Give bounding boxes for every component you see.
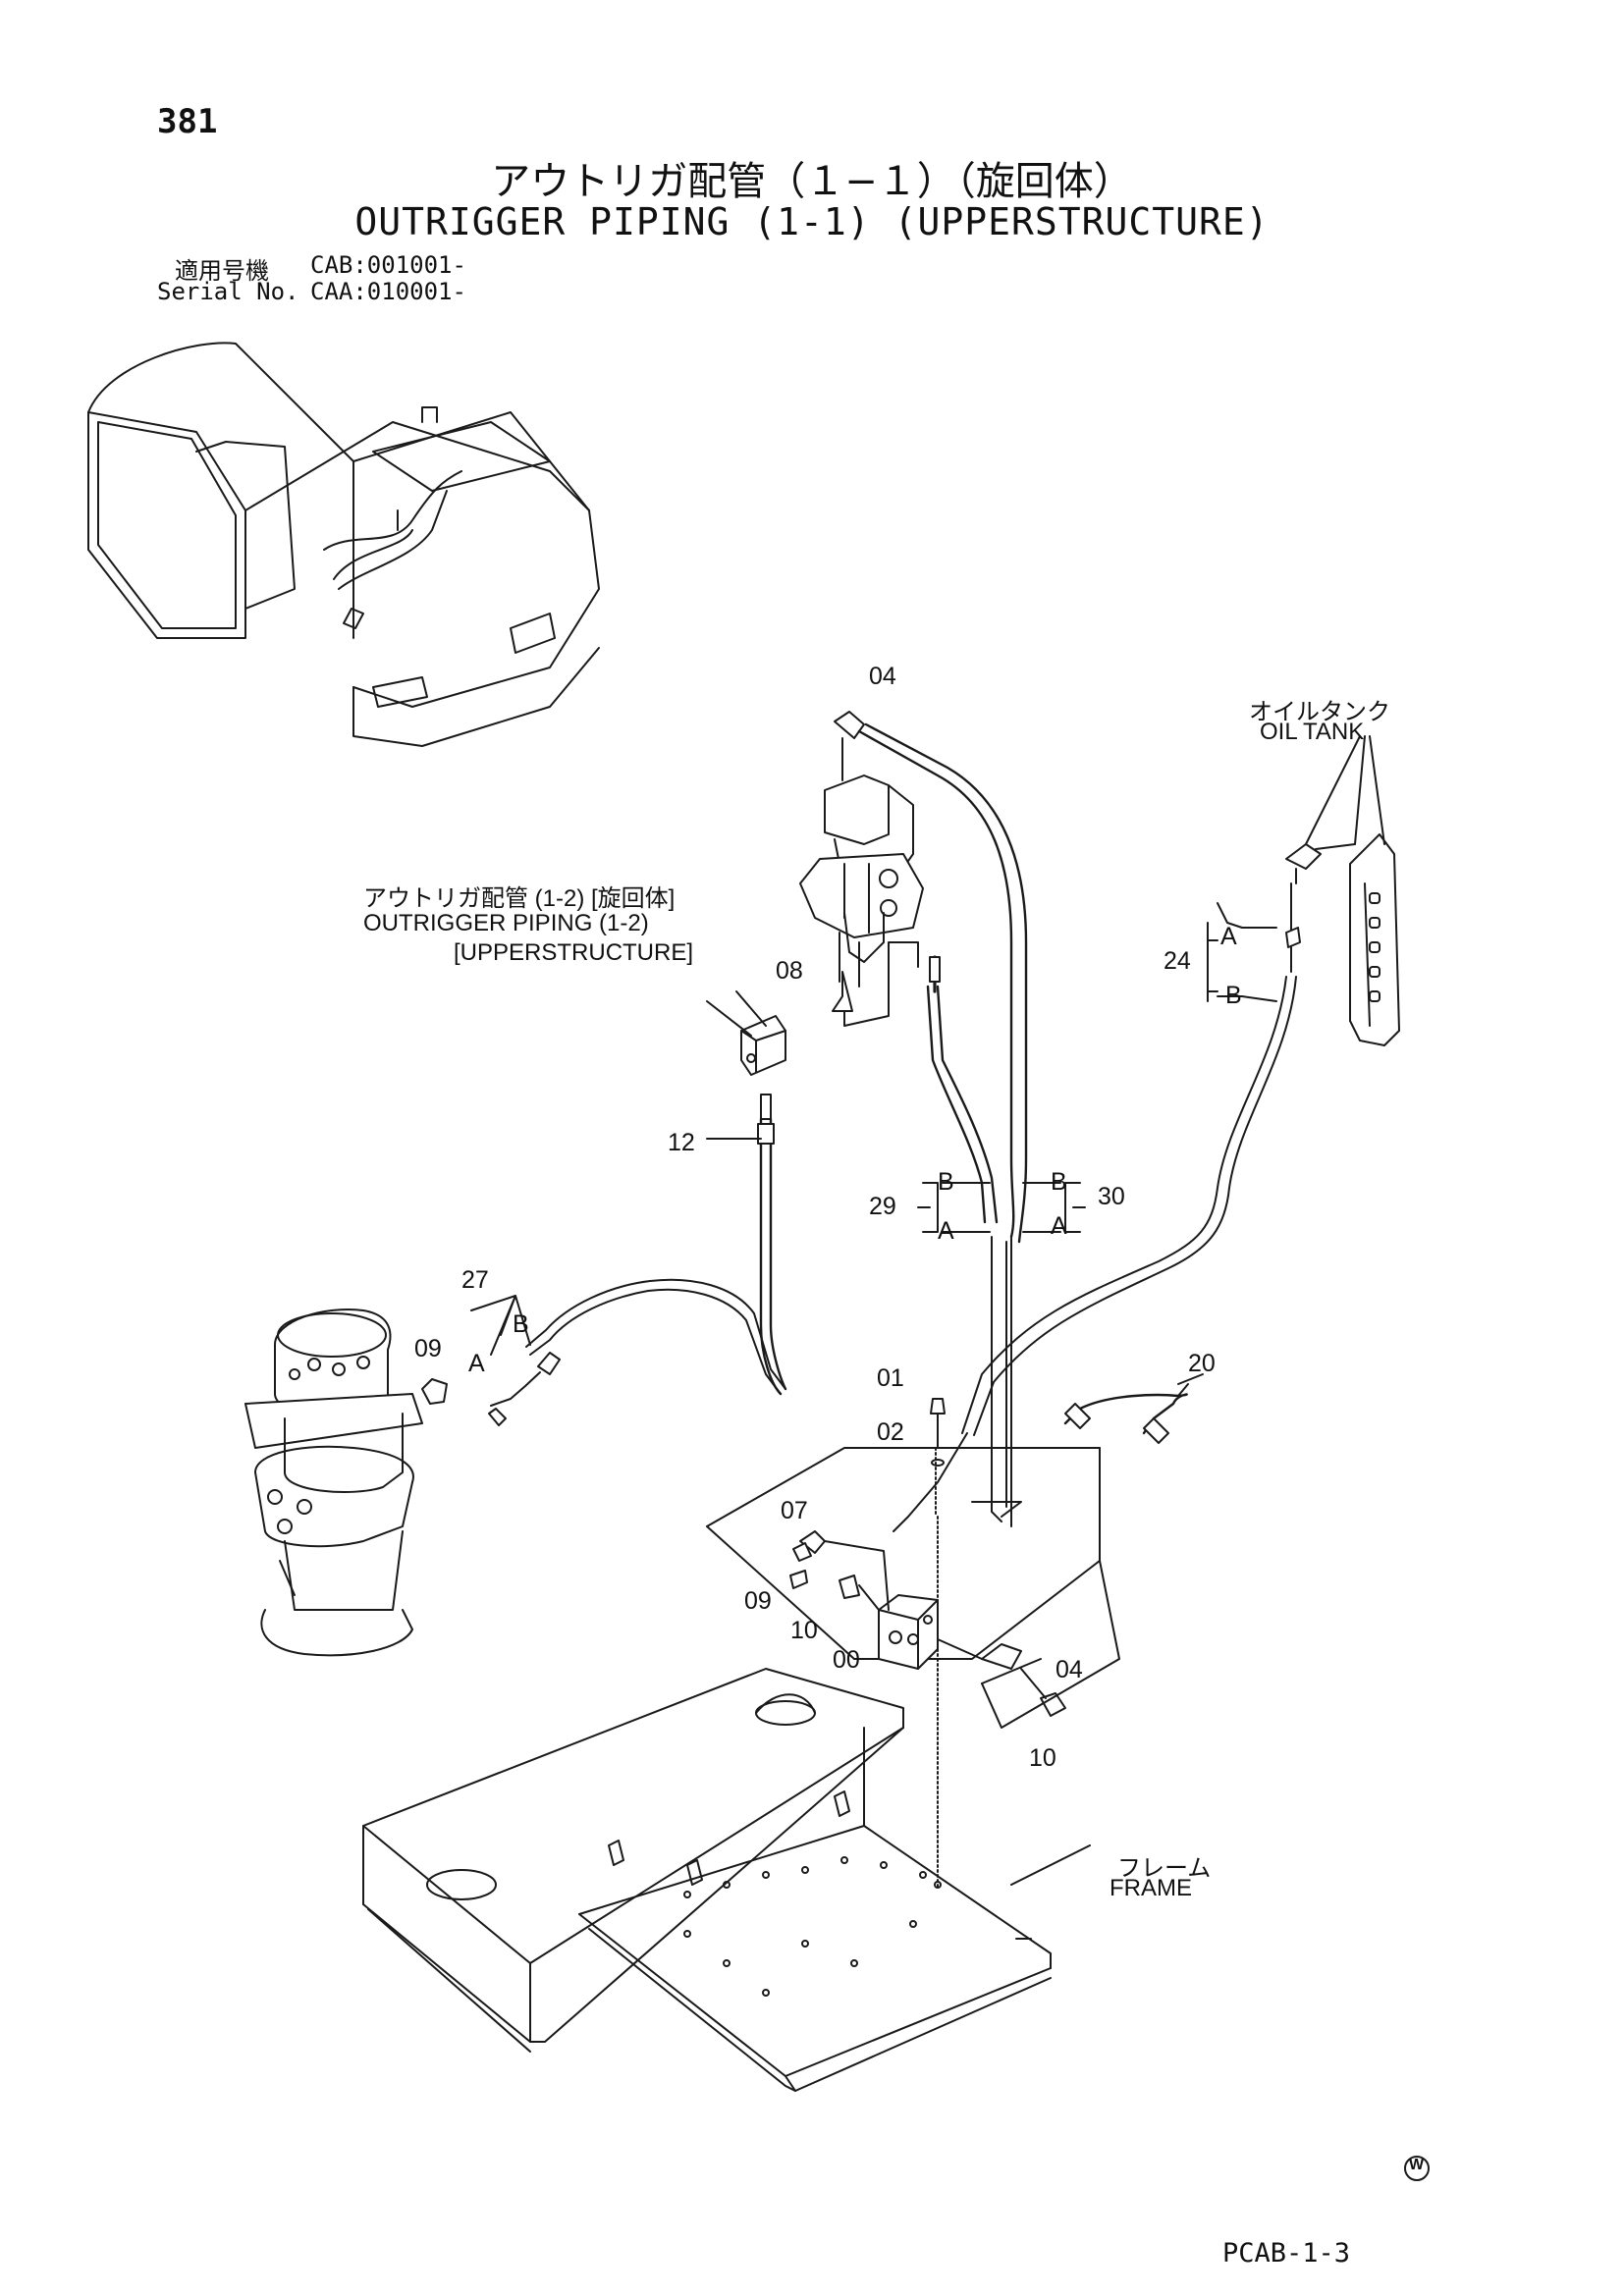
part-number-27: 27 (461, 1266, 489, 1294)
ref-piping-label-en2: [UPPERSTRUCTURE] (454, 939, 694, 966)
serial-label-en: Serial No. (157, 278, 299, 305)
serial-value-cab: CAB:001001- (310, 251, 466, 279)
end-label-b-30: B (1051, 1168, 1067, 1196)
part-number-09-mid: 09 (744, 1587, 772, 1615)
callout-leaders (470, 902, 1277, 1940)
hose-27 (488, 1352, 561, 1426)
outrigger-valve-block (878, 1594, 939, 1670)
end-label-b-24: B (1225, 982, 1242, 1009)
page-number: 381 (157, 102, 218, 141)
watermark-circle (1404, 2156, 1430, 2181)
fitting-10-bottom (1020, 1668, 1066, 1717)
frame-illustration (362, 1516, 1052, 2092)
part-number-07: 07 (781, 1497, 808, 1524)
swivel-joint-illustration (244, 1308, 423, 1657)
end-label-a-29: A (938, 1217, 954, 1245)
bottom-bracket-lines (981, 1560, 1120, 1729)
frame-label-jp: フレーム (1117, 1855, 1212, 1882)
part-number-10-mid: 10 (790, 1617, 818, 1644)
hose-20 (1063, 1383, 1189, 1444)
watermark-letter: W (1409, 2157, 1425, 2173)
ref-piping-label-en: OUTRIGGER PIPING (1-2) (363, 910, 649, 936)
oil-tank-illustration (1285, 833, 1400, 1046)
check-valve-illustration (706, 1000, 786, 1120)
serial-value-caa: CAA:010001- (310, 278, 466, 305)
part-number-12: 12 (668, 1129, 695, 1156)
part-number-04-bottom: 04 (1056, 1656, 1083, 1683)
end-label-a-27: A (468, 1350, 485, 1377)
frame-label-en: FRAME (1110, 1875, 1192, 1901)
hose-from-check-valve (525, 1117, 787, 1396)
part-number-08: 08 (776, 957, 803, 985)
part-number-00: 00 (833, 1646, 860, 1674)
serial-label-jp: 適用号機 (175, 257, 269, 285)
end-label-b-29: B (938, 1168, 954, 1196)
part-number-02: 02 (877, 1418, 904, 1446)
part-number-10-bottom: 10 (1029, 1744, 1056, 1772)
valve-mounting-plate (706, 1447, 1101, 1660)
oil-tank-label-jp: オイルタンク (1249, 699, 1390, 725)
part-number-04-top: 04 (869, 663, 896, 690)
end-label-a-24: A (1220, 923, 1237, 950)
bolt-01 (930, 1398, 946, 1518)
page-title-japanese: アウトリガ配管（１−１）（旋回体） (491, 159, 1133, 204)
fitting-09-left (421, 1378, 448, 1405)
page-code: PCAB-1-3 (1222, 2238, 1351, 2269)
oil-tank-label-en: OIL TANK (1260, 719, 1365, 745)
part-number-01: 01 (877, 1364, 904, 1392)
fitting-04-top (834, 711, 865, 752)
part-number-09-left: 09 (414, 1335, 442, 1362)
control-valve-illustration (799, 745, 924, 1012)
excavator-overview-illustration (87, 342, 600, 747)
page-title-english: OUTRIGGER PIPING (1-1) (UPPERSTRUCTURE) (354, 200, 1270, 243)
fittings-07-09-10 (789, 1530, 890, 1611)
fitting-04-bottom (937, 1638, 1022, 1670)
part-number-20: 20 (1188, 1350, 1216, 1377)
oil-tank-leader-lines (1305, 735, 1385, 845)
part-number-30: 30 (1098, 1183, 1125, 1210)
part-number-24: 24 (1164, 947, 1191, 975)
pilot-line (843, 941, 941, 1027)
hydraulic-hoses (857, 722, 1297, 1532)
end-label-a-30: A (1051, 1212, 1067, 1240)
end-label-b-27: B (513, 1310, 529, 1338)
ref-piping-label-jp: アウトリガ配管 (1-2) [旋回体] (363, 885, 676, 912)
part-number-29: 29 (869, 1193, 896, 1220)
